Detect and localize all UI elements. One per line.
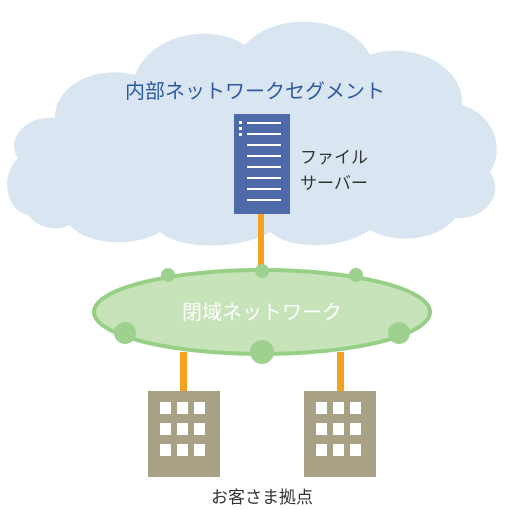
network-node [114,322,136,344]
network-node [255,264,269,278]
building-windows [316,402,361,456]
links [180,212,344,394]
file-server: ファイル サーバー [234,114,368,214]
network-node [388,322,410,344]
cloud-label: 内部ネットワークセグメント [125,79,385,103]
network-label: 閉域ネットワーク [182,300,342,324]
building-windows [160,402,205,456]
server-dots [239,121,242,136]
network-nodes [114,264,410,364]
customer-sites: お客さま拠点 [148,391,376,508]
server-lines [247,122,281,201]
closed-network: 閉域ネットワーク [92,264,432,364]
building-right [304,391,376,477]
server-label-line2: サーバー [300,174,368,194]
network-site-left-link [180,352,187,394]
network-node [349,268,363,282]
sites-label: お客さま拠点 [211,488,313,508]
network-site-right-link [337,352,344,394]
network-node [250,340,274,364]
building-left [148,391,220,477]
server-label-line1: ファイル [300,148,368,168]
server-network-link [258,212,264,272]
network-node [161,268,175,282]
server-icon [234,114,290,214]
